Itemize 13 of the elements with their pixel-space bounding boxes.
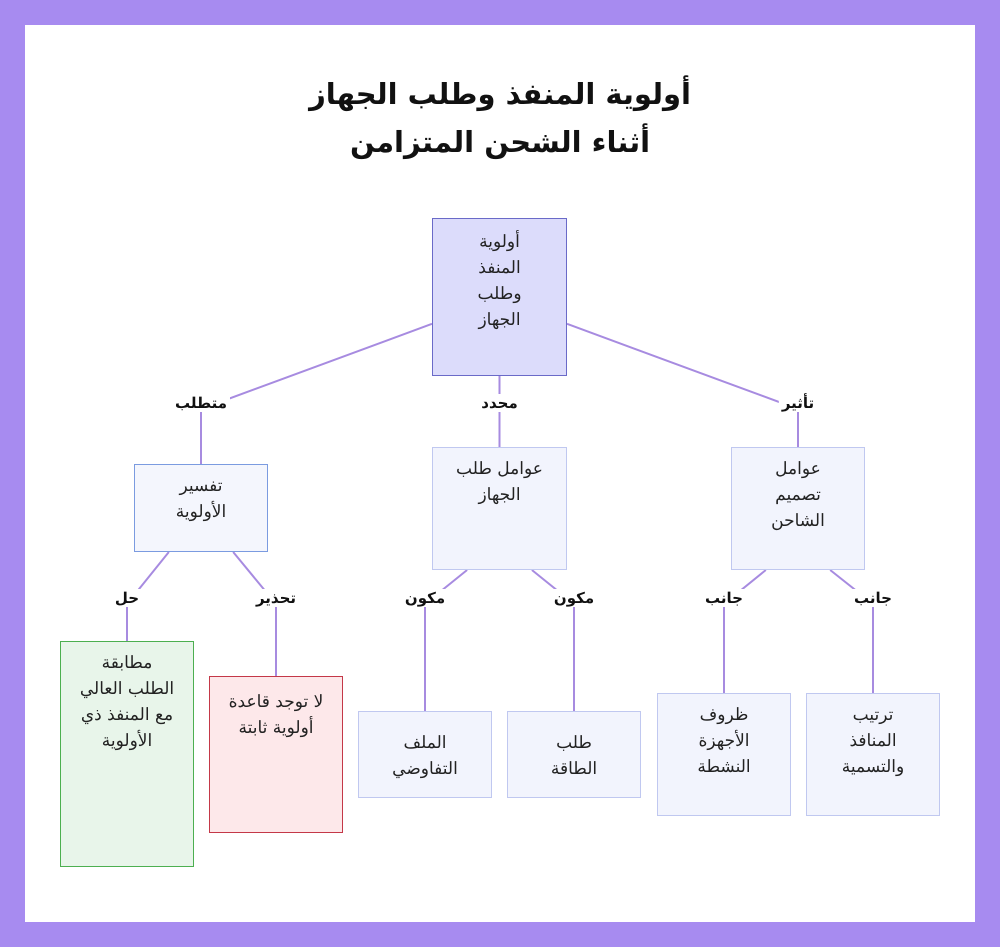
process-box: طلب الطاقة <box>507 711 641 798</box>
process-box: مطابقة الطلب العالي مع المنفذ ذي الأولوية <box>60 641 194 867</box>
title: أولوية المنفذ وطلب الجهاز أثناء الشحن المتزامن <box>306 74 692 162</box>
process-box: أولوية المنفذ وطلب الجهاز <box>432 218 567 376</box>
connector-line <box>566 322 799 447</box>
process-box: ترتيب المنافذ والتسمية <box>806 693 940 816</box>
process-box: عوامل تصميم الشاحن <box>731 447 865 570</box>
process-box: الملف التفاوضي <box>358 711 492 798</box>
process-box: ظروف الأجهزة النشطة <box>657 693 791 816</box>
process-box: لا توجد قاعدة أولوية ثابتة <box>209 676 343 833</box>
process-box: تفسير الأولوية <box>134 464 268 552</box>
connector-line <box>200 322 432 464</box>
process-box: عوامل طلب الجهاز <box>432 447 567 570</box>
